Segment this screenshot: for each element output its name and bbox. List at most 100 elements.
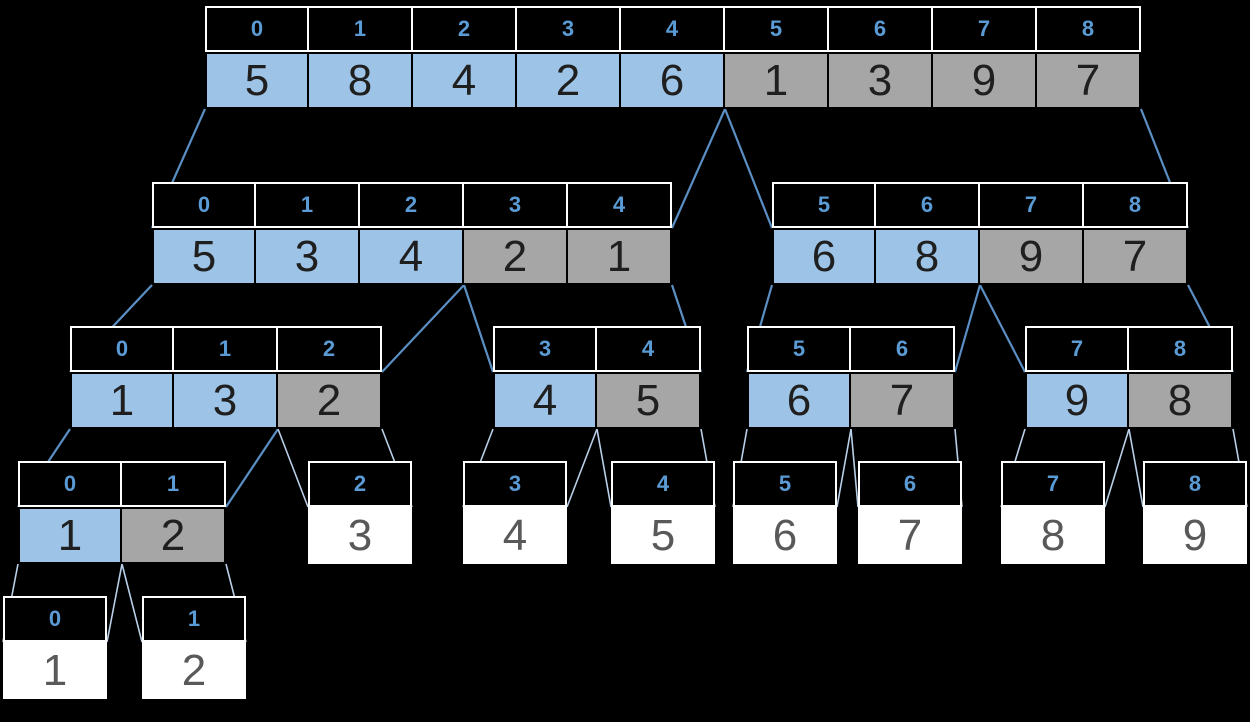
connector-line bbox=[850, 428, 859, 508]
index-row: 4 bbox=[611, 461, 715, 507]
index-cell: 7 bbox=[980, 182, 1084, 228]
value-cell: 4 bbox=[493, 372, 597, 429]
index-cell: 4 bbox=[621, 6, 725, 52]
value-cell: 3 bbox=[174, 372, 278, 429]
value-cell: 5 bbox=[597, 372, 701, 429]
index-cell: 0 bbox=[18, 461, 122, 507]
connector-line bbox=[225, 428, 279, 508]
value-cell: 7 bbox=[1084, 228, 1188, 285]
value-cell: 9 bbox=[1143, 507, 1247, 564]
index-cell: 1 bbox=[122, 461, 226, 507]
index-cell: 3 bbox=[464, 182, 568, 228]
value-cell: 6 bbox=[747, 372, 851, 429]
index-cell: 0 bbox=[3, 596, 107, 642]
index-row: 2 bbox=[308, 461, 412, 507]
index-cell: 6 bbox=[858, 461, 962, 507]
index-cell: 1 bbox=[256, 182, 360, 228]
index-cell: 7 bbox=[933, 6, 1037, 52]
value-row: 7 bbox=[858, 507, 962, 564]
connector-line bbox=[836, 428, 852, 508]
index-cell: 8 bbox=[1084, 182, 1188, 228]
value-cell: 8 bbox=[309, 52, 413, 109]
index-row: 7 bbox=[1001, 461, 1105, 507]
index-cell: 8 bbox=[1037, 6, 1141, 52]
index-cell: 8 bbox=[1143, 461, 1247, 507]
connector-line bbox=[979, 284, 1026, 373]
index-cell: 4 bbox=[611, 461, 715, 507]
index-cell: 6 bbox=[829, 6, 933, 52]
index-cell: 0 bbox=[70, 326, 174, 372]
index-cell: 5 bbox=[725, 6, 829, 52]
value-cell: 4 bbox=[360, 228, 464, 285]
connector-line bbox=[106, 563, 123, 643]
index-cell: 8 bbox=[1129, 326, 1233, 372]
value-cell: 3 bbox=[308, 507, 412, 564]
connector-line bbox=[670, 108, 727, 229]
connector-line bbox=[596, 428, 612, 508]
value-cell: 8 bbox=[1129, 372, 1233, 429]
value-cell: 2 bbox=[142, 642, 246, 699]
value-cell: 1 bbox=[70, 372, 174, 429]
index-cell: 1 bbox=[309, 6, 413, 52]
index-cell: 2 bbox=[413, 6, 517, 52]
value-cell: 8 bbox=[1001, 507, 1105, 564]
index-row: 0 bbox=[3, 596, 107, 642]
index-cell: 3 bbox=[463, 461, 567, 507]
value-cell: 9 bbox=[933, 52, 1037, 109]
connector-line bbox=[121, 563, 143, 643]
value-cell: 2 bbox=[517, 52, 621, 109]
value-cell: 2 bbox=[464, 228, 568, 285]
value-cell: 2 bbox=[122, 507, 226, 564]
index-cell: 4 bbox=[568, 182, 672, 228]
index-cell: 2 bbox=[360, 182, 464, 228]
connector-line bbox=[723, 108, 774, 229]
connector-line bbox=[277, 428, 309, 508]
index-cell: 5 bbox=[733, 461, 837, 507]
connector-line bbox=[1128, 428, 1144, 508]
value-cell: 8 bbox=[876, 228, 980, 285]
connector-line bbox=[566, 428, 598, 508]
value-cell: 4 bbox=[463, 507, 567, 564]
index-cell: 2 bbox=[308, 461, 412, 507]
value-cell: 1 bbox=[3, 642, 107, 699]
value-cell: 6 bbox=[733, 507, 837, 564]
index-cell: 6 bbox=[876, 182, 980, 228]
value-cell: 9 bbox=[980, 228, 1084, 285]
connector-line bbox=[953, 284, 982, 373]
value-cell: 1 bbox=[725, 52, 829, 109]
index-row: 3 bbox=[463, 461, 567, 507]
index-cell: 5 bbox=[747, 326, 851, 372]
value-cell: 9 bbox=[1025, 372, 1129, 429]
index-cell: 3 bbox=[517, 6, 621, 52]
value-cell: 1 bbox=[568, 228, 672, 285]
value-cell: 7 bbox=[858, 507, 962, 564]
index-row: 8 bbox=[1143, 461, 1247, 507]
connector-line bbox=[381, 284, 465, 373]
value-cell: 7 bbox=[851, 372, 955, 429]
index-cell: 1 bbox=[174, 326, 278, 372]
